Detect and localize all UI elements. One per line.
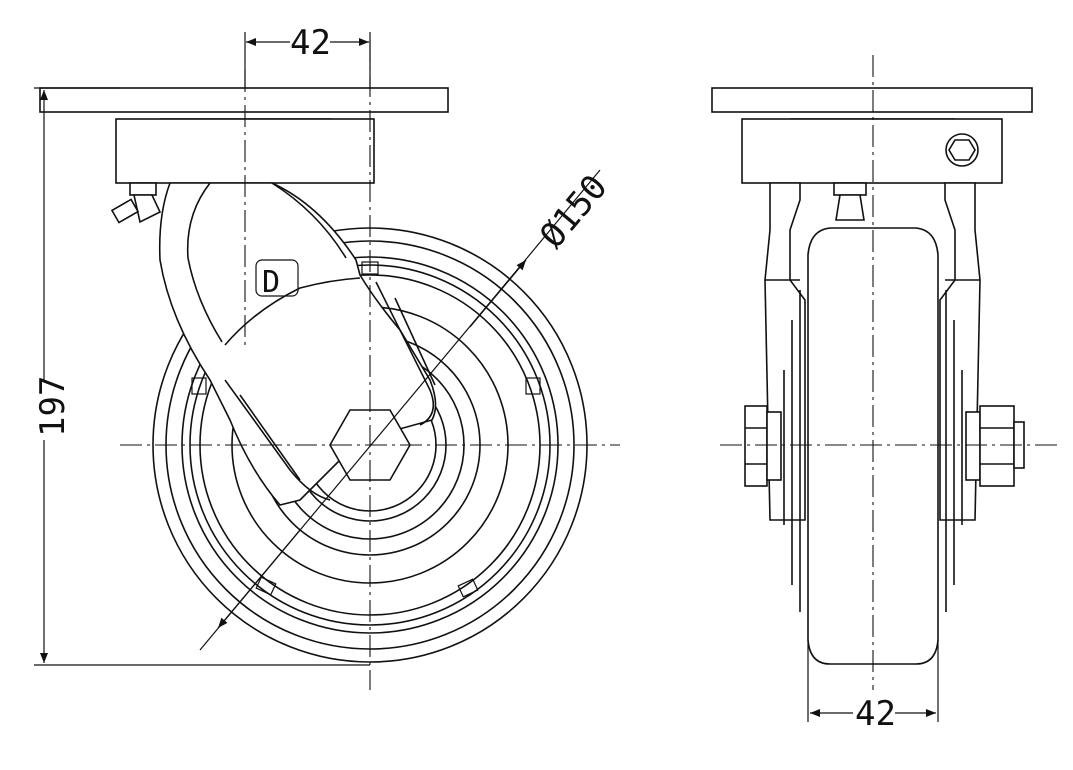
dimension-wheel-diameter-label: Ø150 — [532, 167, 615, 255]
dimension-overall-height-label: 197 — [33, 376, 73, 437]
grease-nipple-side — [110, 182, 162, 224]
dimension-top-offset-label: 42 — [290, 23, 331, 63]
front-view: 42 — [711, 55, 1060, 734]
dimension-wheel-width: 42 — [807, 640, 939, 734]
dimension-top-offset: 42 — [244, 23, 371, 88]
top-plate-front — [711, 87, 1033, 113]
socket-bolt-front — [945, 133, 979, 167]
side-view: D 42 197 Ø150 — [33, 23, 620, 690]
axle-nut-right-front — [965, 405, 1025, 487]
dimension-overall-height: 197 — [33, 87, 370, 666]
axle-nut-left-front — [744, 405, 782, 487]
dimension-wheel-width-label: 42 — [855, 694, 896, 734]
tread-marks — [191, 261, 541, 598]
brand-logo-letter: D — [262, 265, 280, 300]
top-plate-side — [39, 87, 449, 113]
grease-nipple-front — [833, 182, 867, 221]
brand-logo: D — [255, 259, 299, 300]
